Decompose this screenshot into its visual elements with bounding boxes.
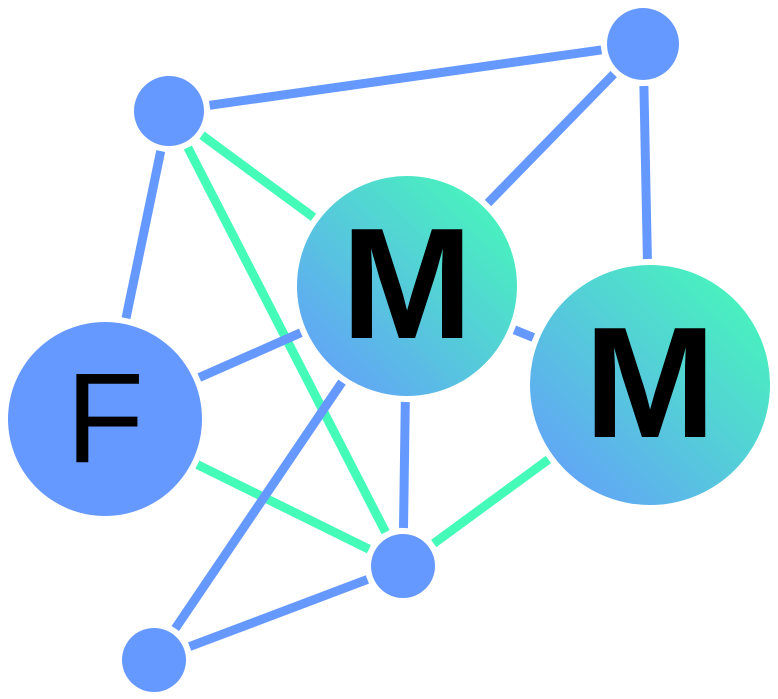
node-f: F xyxy=(8,322,202,516)
node-bottom-left xyxy=(122,628,186,692)
edge-n-top-left-to-n-f xyxy=(121,150,166,320)
edge-n-m1-to-n-bottom-center xyxy=(399,401,410,529)
node-circle xyxy=(134,76,204,146)
edge-n-top-left-to-n-m1 xyxy=(199,131,317,221)
edge-n-m2-to-n-bottom-center xyxy=(431,455,552,548)
node-circle xyxy=(607,8,679,80)
edge-n-f-to-n-bottom-center xyxy=(195,460,371,554)
node-circle xyxy=(122,628,186,692)
edge-n-top-right-to-n-m1 xyxy=(484,70,617,207)
node-m1: M xyxy=(297,176,517,396)
edge-n-top-left-to-n-top-right xyxy=(208,45,603,110)
edge-n-f-to-n-m1 xyxy=(197,328,303,382)
node-label: F xyxy=(66,348,144,491)
edge-n-top-right-to-n-m2 xyxy=(639,85,652,260)
edge-n-bottom-center-to-n-bottom-left xyxy=(188,575,369,651)
node-circle xyxy=(297,176,517,396)
node-circle xyxy=(371,534,435,598)
node-bottom-center xyxy=(371,534,435,598)
node-label: M xyxy=(341,196,473,372)
node-label: M xyxy=(584,295,716,471)
node-top-right xyxy=(607,8,679,80)
node-circle xyxy=(530,265,770,505)
node-layer: F MM xyxy=(8,8,770,692)
node-m2: M xyxy=(530,265,770,505)
edge-n-m1-to-n-m2 xyxy=(512,325,535,342)
node-circle xyxy=(8,322,202,516)
edge-layer xyxy=(121,45,652,651)
node-top-left xyxy=(134,76,204,146)
edge-n-m1-to-n-bottom-left xyxy=(171,379,346,632)
